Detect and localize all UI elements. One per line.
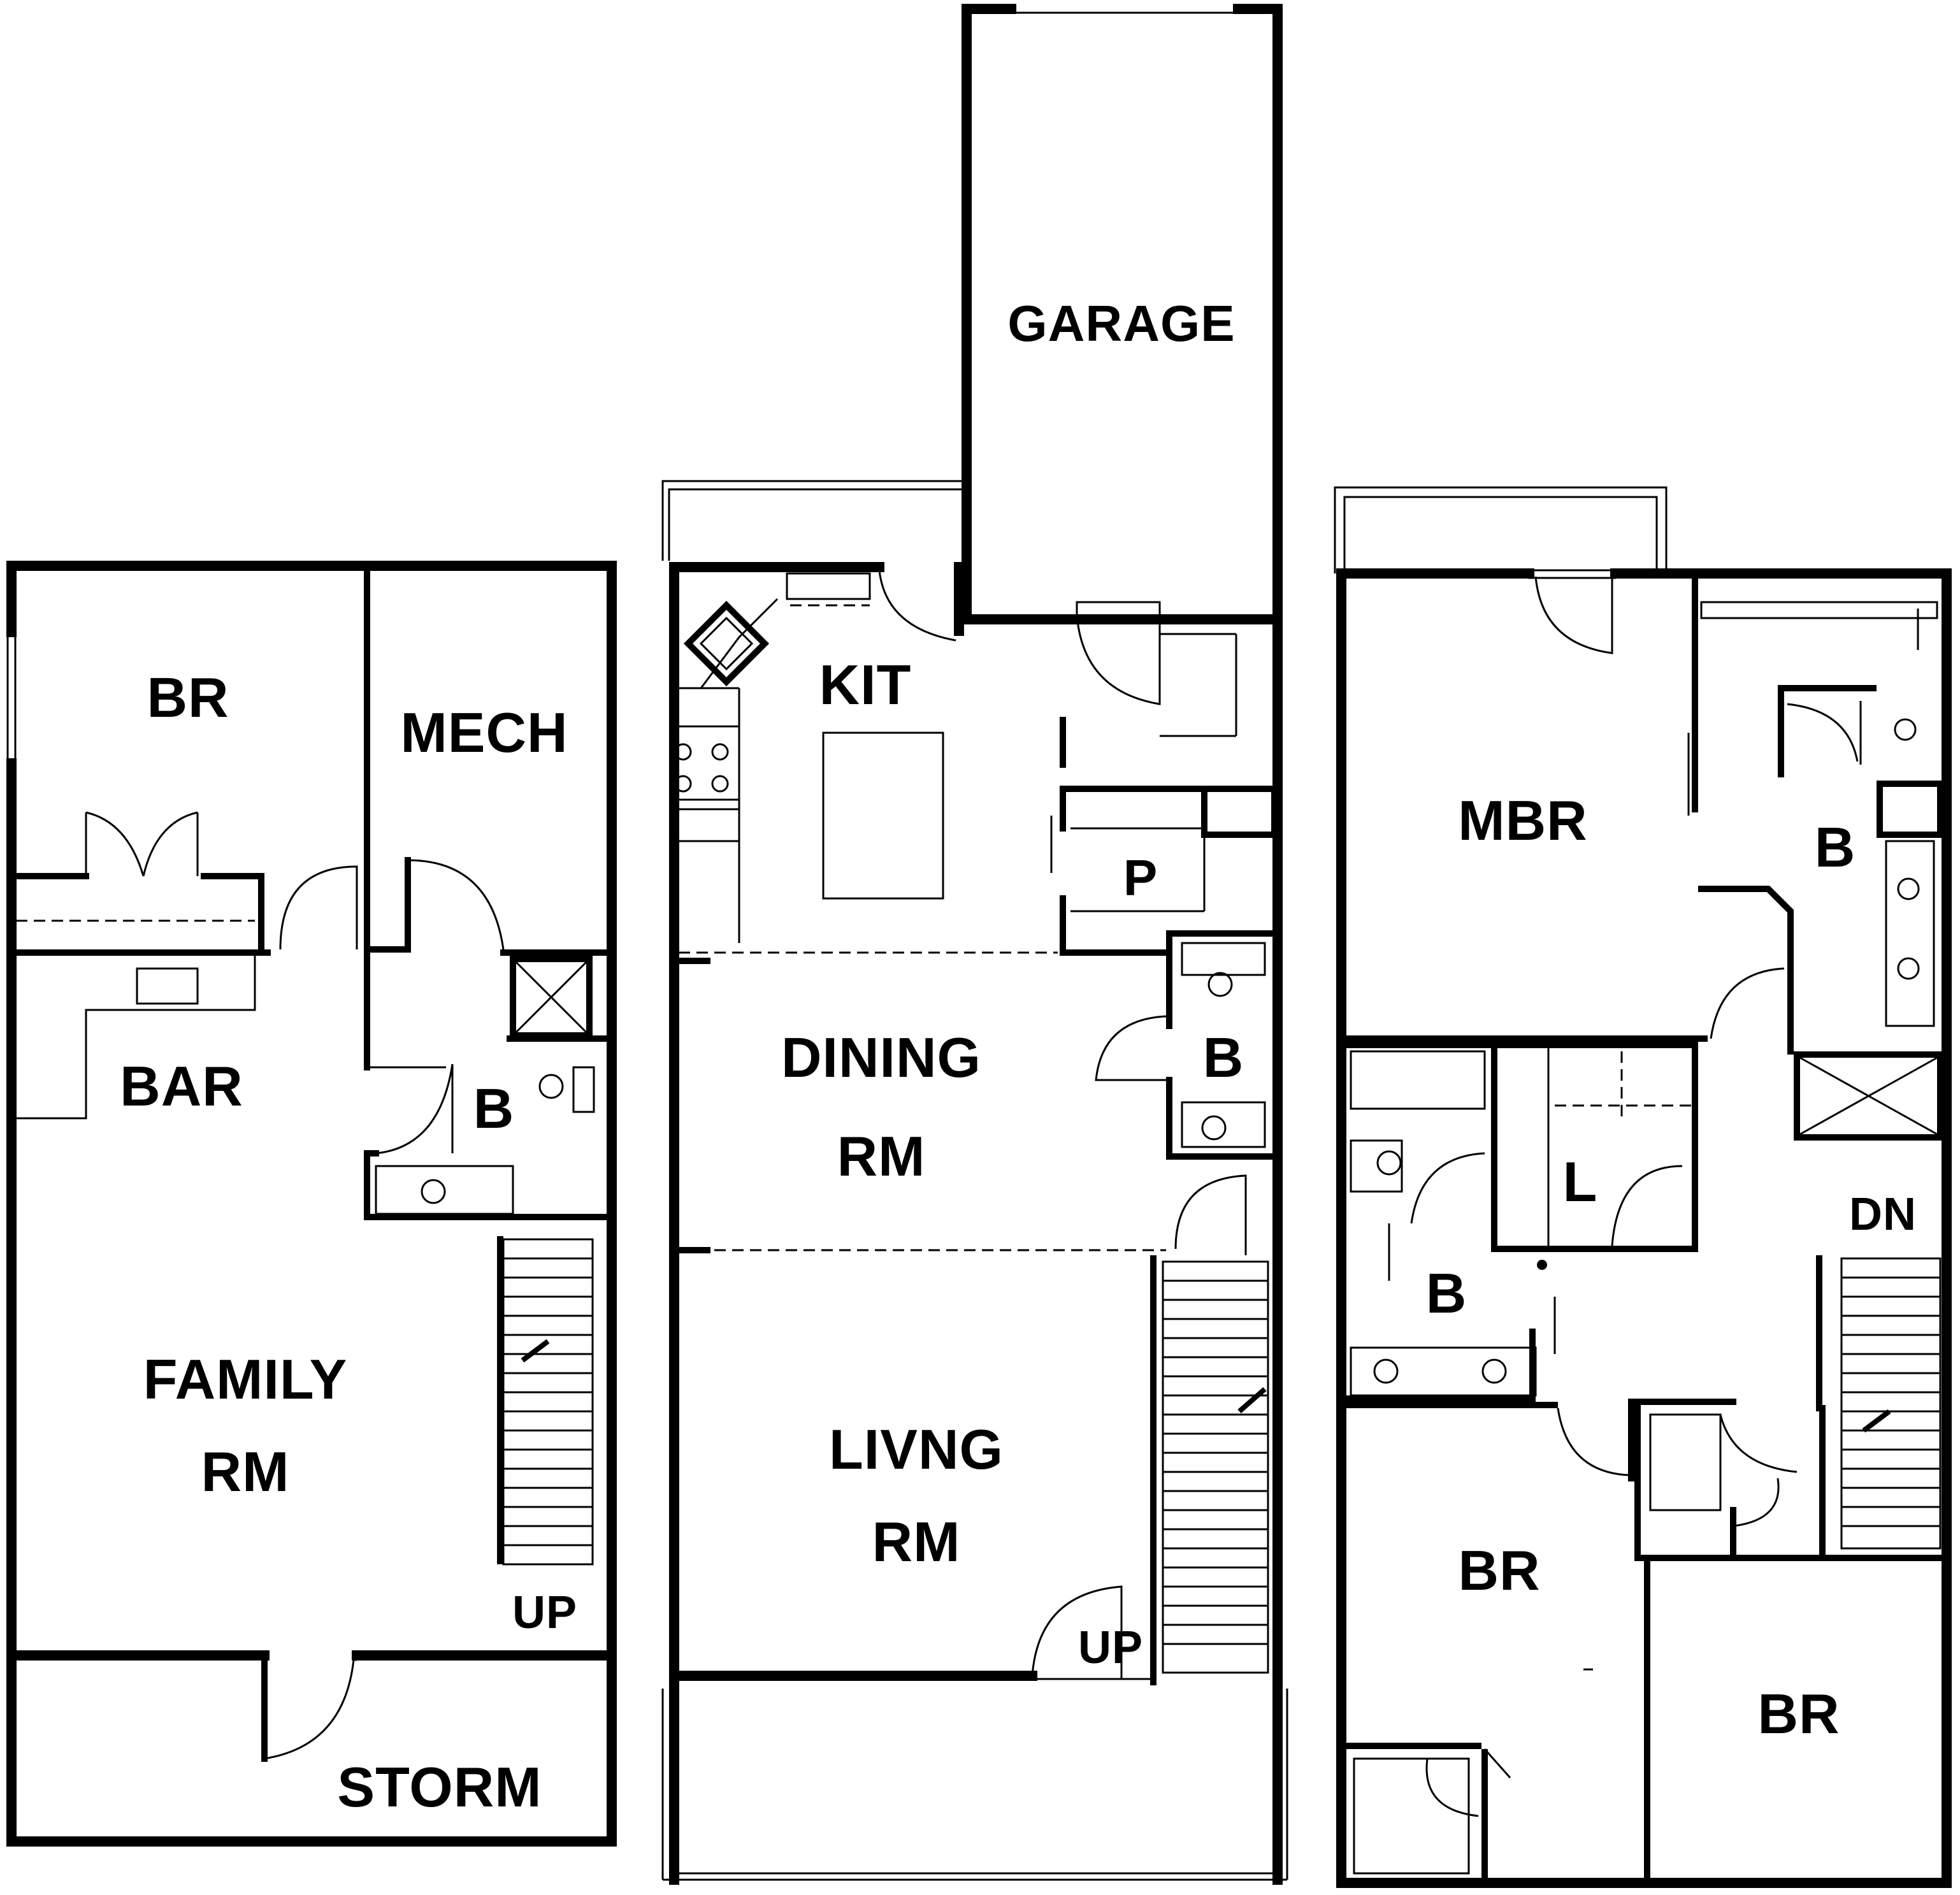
label-kit: KIT	[819, 653, 912, 716]
label-dining-rm-line1: DINING	[781, 1026, 981, 1089]
label-master-bath: B	[1815, 816, 1856, 879]
label-pantry: P	[1123, 849, 1158, 906]
room-labels: BR MECH BAR B FAMILY RM UP STORM GARAGE …	[120, 295, 1917, 1819]
upper-level-plan	[1334, 486, 1952, 1888]
label-basement-up: UP	[512, 1587, 577, 1638]
label-laundry: L	[1563, 1150, 1598, 1213]
label-mech: MECH	[400, 701, 568, 764]
label-dn: DN	[1849, 1189, 1917, 1240]
label-dining-rm-line2: RM	[837, 1125, 926, 1188]
label-main-up: UP	[1078, 1622, 1143, 1673]
basement-level-plan	[6, 561, 617, 1847]
label-family-rm-line1: FAMILY	[143, 1348, 348, 1411]
label-family-rm-line2: RM	[201, 1440, 290, 1503]
basement-stair-treads	[503, 1257, 593, 1546]
label-living-rm-line2: RM	[872, 1510, 961, 1573]
upper-stair-treads	[1841, 1276, 1940, 1527]
basement-outer-wall	[6, 561, 617, 1847]
label-basement-br: BR	[147, 666, 229, 729]
label-bar: BAR	[120, 1055, 243, 1118]
label-hall-bath: B	[1426, 1262, 1467, 1325]
label-living-rm-line1: LIVNG	[829, 1418, 1004, 1481]
label-mbr: MBR	[1458, 789, 1587, 852]
main-stair-treads	[1163, 1279, 1268, 1645]
main-level-plan	[661, 3, 1288, 1885]
label-storm: STORM	[337, 1755, 542, 1819]
label-upper-br-right: BR	[1757, 1682, 1840, 1745]
label-main-bath: B	[1203, 1026, 1244, 1089]
label-garage: GARAGE	[1007, 295, 1235, 352]
label-upper-br-left: BR	[1458, 1539, 1540, 1602]
label-basement-bath: B	[473, 1077, 515, 1140]
